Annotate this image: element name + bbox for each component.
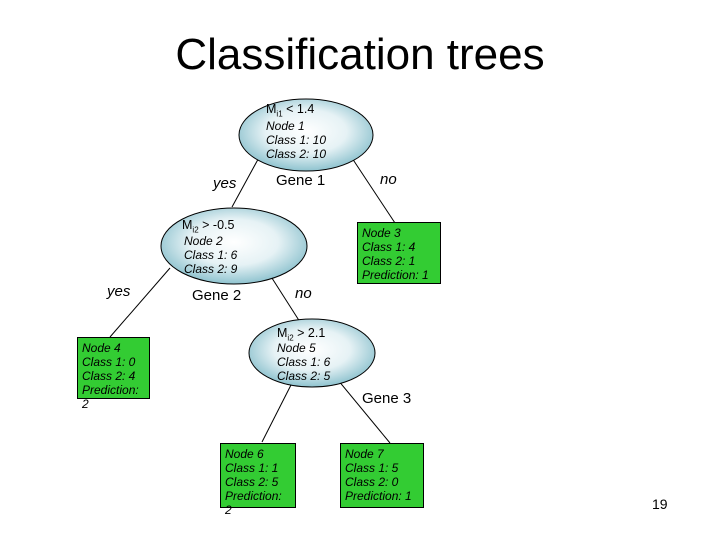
leaf-node-7: Node 7 Class 1: 5 Class 2: 0 Prediction:… [340,443,424,508]
leaf-node-6-class2: Class 2: 5 [225,475,279,489]
page-number: 19 [652,496,668,512]
node-5-name: Node 5 [277,341,316,355]
leaf-node-3-name: Node 3 [362,226,401,240]
node-2-name: Node 2 [184,234,223,248]
node-5-condition: Mi2 > 2.1 [277,326,326,343]
edge-node5-node7 [332,373,391,444]
edge-node1-node3 [349,154,396,224]
node-1-info: Node 1 Class 1: 10 Class 2: 10 [266,119,326,161]
branch-label-yes-1: yes [213,175,237,192]
node-2-ellipse [160,207,308,285]
leaf-node-7-name: Node 7 [345,447,384,461]
branch-label-no-1: no [380,171,397,188]
gene-3-label: Gene 3 [362,390,412,407]
node-5-class2: Class 2: 5 [277,369,331,383]
node-1-name: Node 1 [266,119,305,133]
leaf-node-7-prediction: Prediction: 1 [345,489,412,503]
leaf-node-6-name: Node 6 [225,447,264,461]
leaf-node-4: Node 4 Class 1: 0 Class 2: 4 Prediction:… [77,337,150,411]
leaf-node-6-class1: Class 1: 1 [225,461,279,475]
leaf-node-3-class2: Class 2: 1 [362,254,416,268]
node-1-condition: Mi1 < 1.4 [266,102,315,119]
branch-label-no-2: no [295,285,312,302]
leaf-node-4-name: Node 4 [82,341,121,355]
slide-title: Classification trees [175,30,545,79]
node-5-ellipse [248,318,376,388]
leaf-node-4-prediction: Prediction: 2 [82,383,139,411]
edge-node2-node4 [109,267,171,338]
gene-2-label: Gene 2 [192,287,242,304]
leaf-node-4-class2: Class 2: 4 [82,369,136,383]
branch-label-yes-2: yes [107,283,131,300]
node-1-ellipse [238,98,374,172]
leaf-node-3: Node 3 Class 1: 4 Class 2: 1 Prediction:… [357,222,441,284]
node-1-class2: Class 2: 10 [266,147,327,161]
gene-1-label: Gene 1 [276,172,326,189]
node-1-class1: Class 1: 10 [266,133,327,147]
node-2-info: Node 2 Class 1: 6 Class 2: 9 [184,234,237,276]
leaf-node-6-prediction: Prediction: 2 [225,489,282,517]
node-2-condition: Mi2 > -0.5 [182,218,235,235]
node-2-class1: Class 1: 6 [184,248,238,262]
edge-node5-node6 [261,382,293,443]
leaf-node-7-class1: Class 1: 5 [345,461,399,475]
leaf-node-6: Node 6 Class 1: 1 Class 2: 5 Prediction:… [220,443,296,517]
node-5-class1: Class 1: 6 [277,355,331,369]
node-2-class2: Class 2: 9 [184,262,238,276]
edge-node1-node2 [231,151,263,208]
leaf-node-4-class1: Class 1: 0 [82,355,136,369]
leaf-node-3-class1: Class 1: 4 [362,240,416,254]
leaf-node-7-class2: Class 2: 0 [345,475,399,489]
leaf-node-3-prediction: Prediction: 1 [362,268,429,282]
node-5-info: Node 5 Class 1: 6 Class 2: 5 [277,341,330,383]
edge-node2-node5 [269,274,301,323]
